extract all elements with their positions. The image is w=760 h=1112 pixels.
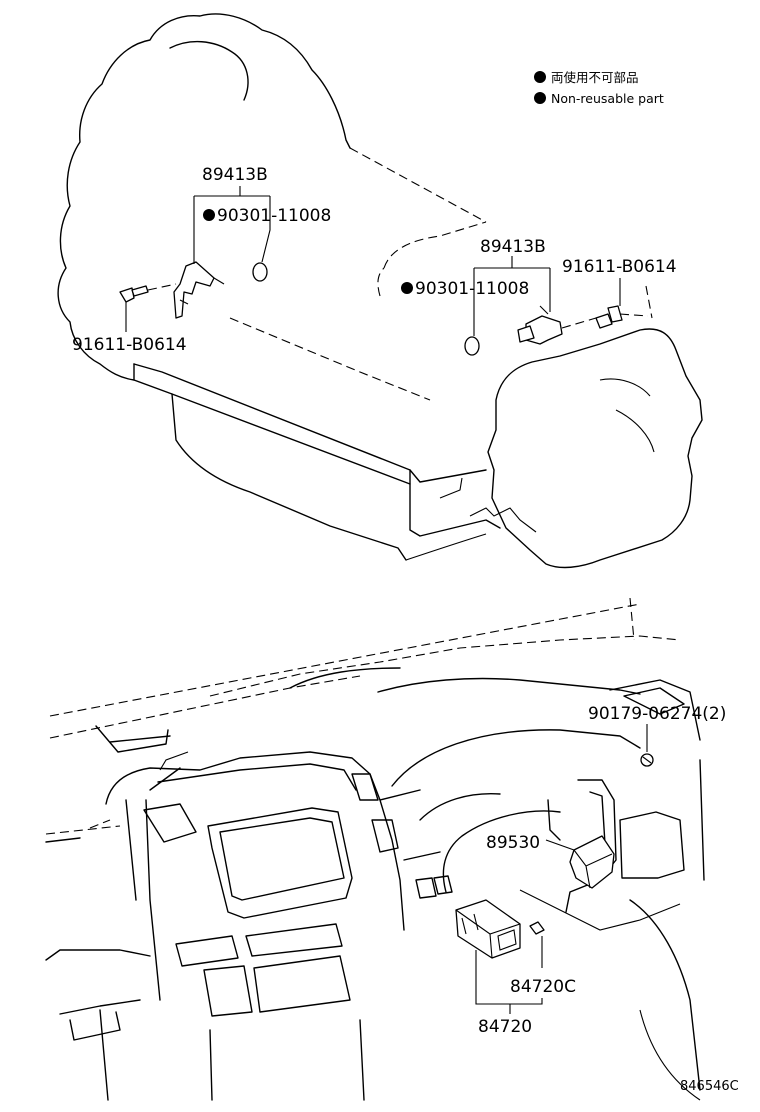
bolt-left bbox=[119, 283, 177, 303]
switch-assembly bbox=[455, 899, 521, 959]
switch-clip bbox=[529, 921, 545, 935]
part-labels: 89413B 90301-11008 91611-B0614 89413B 90… bbox=[72, 165, 726, 1037]
label-bolt-right: 91611-B0614 bbox=[562, 257, 677, 277]
non-reusable-marker-icon bbox=[534, 92, 546, 104]
bolt-right bbox=[595, 305, 623, 329]
o-ring-left bbox=[252, 262, 268, 282]
label-ecu: 89530 bbox=[486, 833, 540, 853]
label-switch-clip: 84720C bbox=[510, 977, 576, 997]
transmission-illustration bbox=[57, 13, 703, 569]
drawing-reference: 846546C bbox=[680, 1079, 739, 1094]
o-ring-right bbox=[464, 336, 480, 356]
label-sensor-left: 89413B bbox=[202, 165, 268, 185]
non-reusable-marker-icon bbox=[401, 282, 413, 294]
legend-english: Non-reusable part bbox=[551, 91, 664, 106]
label-gasket-right: 90301-11008 bbox=[415, 279, 529, 299]
label-sensor-right: 89413B bbox=[480, 237, 546, 257]
screw bbox=[640, 753, 654, 767]
leader-lines bbox=[125, 186, 648, 1014]
legend-japanese: 両使用不可部品 bbox=[551, 70, 639, 85]
speed-sensor-right bbox=[517, 305, 597, 345]
speed-sensor-left bbox=[173, 261, 225, 319]
label-bolt-left: 91611-B0614 bbox=[72, 335, 187, 355]
non-reusable-marker-icon bbox=[534, 71, 546, 83]
label-switch: 84720 bbox=[478, 1017, 532, 1037]
label-gasket-left: 90301-11008 bbox=[217, 206, 331, 226]
label-screw: 90179-06274(2) bbox=[588, 704, 726, 724]
dashboard-illustration bbox=[45, 597, 705, 1101]
legend: 両使用不可部品 Non-reusable part bbox=[534, 70, 664, 106]
non-reusable-marker-icon bbox=[203, 209, 215, 221]
ecu-module bbox=[569, 835, 615, 889]
